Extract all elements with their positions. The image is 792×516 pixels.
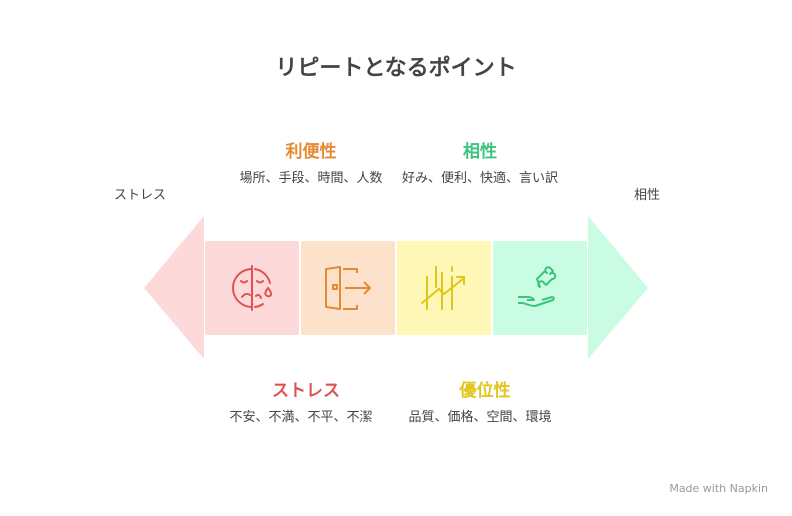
growth-chart-icon (421, 266, 465, 310)
box-stress (205, 241, 299, 335)
heading-compatibility: 相性 (463, 142, 497, 162)
left-arrowhead (144, 216, 204, 359)
desc-superiority: 品質、価格、空間、環境 (408, 410, 552, 425)
right-arrowhead (588, 216, 648, 359)
desc-stress: 不安、不満、不平、不潔 (229, 410, 373, 425)
heading-convenience: 利便性 (285, 142, 337, 162)
desc-convenience: 場所、手段、時間、人数 (239, 171, 383, 186)
hand-puzzle-icon (518, 266, 557, 307)
box-convenience (301, 241, 395, 335)
box-compatibility (493, 241, 587, 335)
door-exit-icon (325, 266, 371, 310)
footer-credit[interactable]: Made with Napkin (669, 482, 768, 495)
sad-face-tear-icon (232, 265, 273, 311)
heading-stress: ストレス (272, 381, 340, 401)
left-label: ストレス (114, 188, 167, 203)
page-title: リピートとなるポイント (275, 56, 517, 81)
desc-compatibility: 好み、便利、快適、言い訳 (401, 171, 558, 186)
right-label: 相性 (634, 188, 661, 203)
box-superiority (397, 241, 491, 335)
heading-superiority: 優位性 (459, 381, 511, 401)
